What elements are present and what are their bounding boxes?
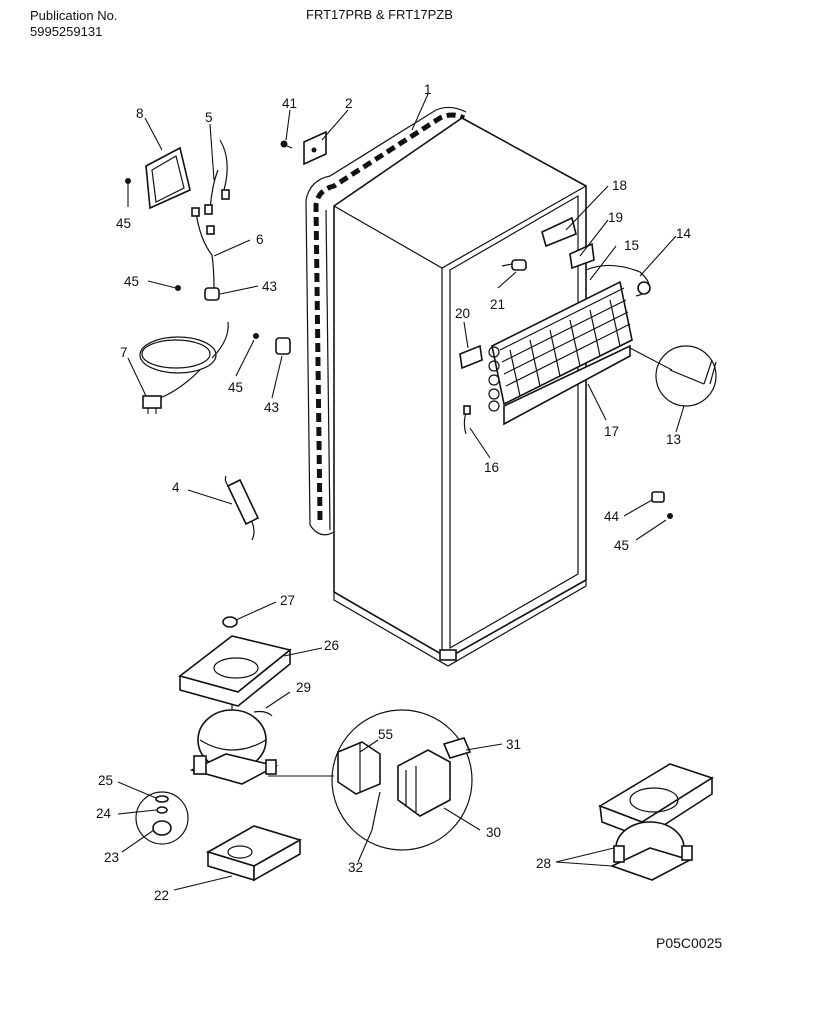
callout-43-a: 43 [262, 279, 277, 294]
callout-1: 1 [424, 82, 432, 97]
callout-5: 5 [205, 110, 213, 125]
part-26-drain-pan [178, 635, 292, 707]
part-45-screw-c [253, 333, 259, 339]
part-55-relay [337, 741, 381, 795]
refrigerator-cabinet [333, 117, 587, 667]
part-45-screw-d [667, 513, 673, 519]
callout-44: 44 [604, 509, 620, 524]
part-28-compressor-assembly [598, 763, 714, 881]
callout-8: 8 [136, 106, 144, 121]
grommet-detail [135, 791, 189, 845]
callout-55: 55 [378, 727, 393, 742]
part-41-screw [280, 140, 293, 149]
callout-19: 19 [608, 210, 623, 225]
callout-6: 6 [256, 232, 264, 247]
callout-18: 18 [612, 178, 627, 193]
callout-28: 28 [536, 856, 551, 871]
part-4-drier [224, 475, 260, 541]
callout-numbers: 1 2 41 8 5 6 45 45 43 7 45 43 4 18 19 15… [96, 82, 692, 903]
part-18-bracket [541, 216, 577, 248]
part-44-clip [651, 491, 665, 503]
callout-21: 21 [490, 297, 505, 312]
callout-20: 20 [455, 306, 470, 321]
part-32-wire [371, 791, 381, 831]
callout-45-b: 45 [124, 274, 139, 289]
part-5-wire-harness [204, 139, 230, 215]
callout-4: 4 [172, 480, 180, 495]
callout-29: 29 [296, 680, 311, 695]
publication-label: Publication No. [30, 8, 118, 23]
part-31-cover [442, 737, 472, 759]
part-2-bracket [303, 130, 327, 166]
part-13-detail [629, 345, 717, 407]
model-title: FRT17PRB & FRT17PZB [306, 7, 453, 22]
callout-16: 16 [484, 460, 499, 475]
callout-24: 24 [96, 806, 112, 821]
publication-number: 5995259131 [30, 24, 103, 39]
callout-2: 2 [345, 96, 353, 111]
callout-45-a: 45 [116, 216, 131, 231]
callout-15: 15 [624, 238, 639, 253]
part-45-screw-a [125, 178, 131, 184]
part-6-harness [191, 207, 215, 289]
callout-22: 22 [154, 888, 169, 903]
callout-31: 31 [506, 737, 521, 752]
part-43-clip-b [275, 337, 291, 355]
condenser-coil [305, 106, 467, 536]
part-22-mounting-plate [205, 825, 303, 882]
part-43-clip-a [204, 287, 220, 301]
part-21-thermostat [501, 259, 527, 271]
part-17-evaporator [488, 280, 633, 426]
diagram-code: P05C0025 [656, 935, 723, 951]
callout-43-b: 43 [264, 400, 279, 415]
callout-26: 26 [324, 638, 339, 653]
callout-13: 13 [666, 432, 681, 447]
part-27-grommet [222, 616, 238, 628]
callout-17: 17 [604, 424, 619, 439]
part-16-heater [463, 405, 471, 435]
callout-23: 23 [104, 850, 119, 865]
callout-30: 30 [486, 825, 501, 840]
part-30-overload [397, 749, 451, 817]
part-7-power-cord [139, 321, 229, 414]
part-45-screw-b [175, 285, 181, 291]
part-8-cover [145, 146, 191, 210]
part-20-clip [459, 344, 483, 370]
callout-7: 7 [120, 345, 128, 360]
callout-27: 27 [280, 593, 295, 608]
part-19-bracket [569, 242, 595, 270]
part-29-compressor [189, 704, 279, 785]
callout-45-c: 45 [228, 380, 243, 395]
callout-32: 32 [348, 860, 363, 875]
electrical-detail [331, 709, 473, 851]
leader-lines [117, 93, 685, 891]
callout-14: 14 [676, 226, 692, 241]
callout-41: 41 [282, 96, 297, 111]
callout-45-d: 45 [614, 538, 629, 553]
callout-25: 25 [98, 773, 113, 788]
